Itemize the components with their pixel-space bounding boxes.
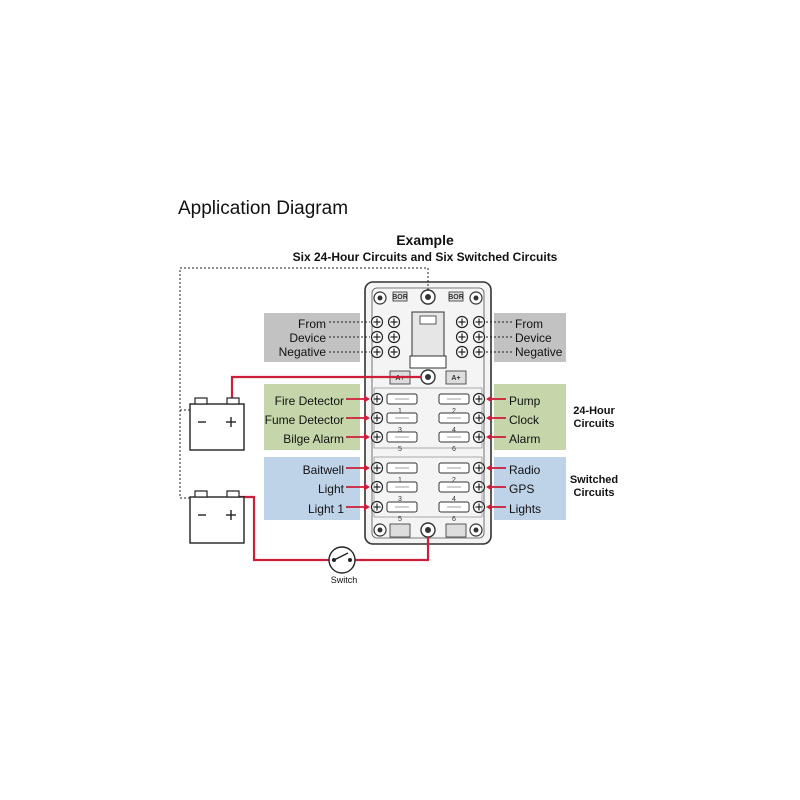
circuit-switched-terminal-left-2 bbox=[370, 480, 384, 494]
neg-label-right-2: Device bbox=[515, 331, 552, 345]
positive-wire-b-switched bbox=[354, 537, 430, 562]
circuits-24h-panel-left bbox=[264, 384, 360, 450]
negative-terminal-2 bbox=[387, 315, 401, 329]
circuit-24h-fuse-number-1: 1 bbox=[398, 408, 402, 415]
group-label-24h-line2: Circuits bbox=[573, 418, 615, 430]
circuit-switched-fuse-number-4: 4 bbox=[452, 496, 456, 503]
circuit-switched-terminal-left-3 bbox=[370, 500, 384, 514]
circuit-24h-left-3: Bilge Alarm bbox=[283, 432, 344, 446]
positive-wire-a bbox=[230, 375, 421, 404]
negative-terminal-7 bbox=[455, 330, 469, 344]
circuit-24h-fuse-number-6: 6 bbox=[452, 446, 456, 453]
circuit-24h-terminal-left-3 bbox=[370, 430, 384, 444]
group-label-switched-line2: Circuits bbox=[573, 487, 615, 499]
circuit-switched-right-1: Radio bbox=[509, 463, 541, 477]
circuits-switched-panel-left bbox=[264, 457, 360, 520]
fuse-group-24h bbox=[373, 387, 483, 449]
circuit-24h-fuse-number-3: 3 bbox=[398, 427, 402, 434]
circuit-24h-terminal-right-3 bbox=[472, 430, 486, 444]
group-label-switched: Switched Circuits bbox=[568, 474, 620, 500]
example-title: Example bbox=[396, 232, 454, 248]
page-title: Application Diagram bbox=[178, 198, 349, 219]
circuit-switched-terminal-right-2 bbox=[472, 480, 486, 494]
circuit-switched-left-3: Light 1 bbox=[307, 502, 344, 516]
circuit-24h-right-3: Alarm bbox=[509, 432, 541, 446]
neg-label-right-3: Negative bbox=[515, 345, 563, 359]
neg-label-left-1: From bbox=[298, 317, 326, 331]
circuit-24h-fuse-number-2: 2 bbox=[452, 408, 456, 415]
neg-label-left-2: Device bbox=[289, 331, 326, 345]
negative-terminal-3 bbox=[455, 315, 469, 329]
circuit-switched-terminal-left-1 bbox=[370, 461, 384, 475]
circuit-24h-right-2: Clock bbox=[509, 413, 540, 427]
circuit-24h-left-1: Fire Detector bbox=[274, 394, 344, 408]
negative-wire bbox=[179, 267, 429, 499]
negative-panel-left bbox=[264, 313, 360, 362]
circuit-switched-fuse-number-3: 3 bbox=[398, 496, 402, 503]
circuit-switched-left-1: Baitwell bbox=[302, 463, 344, 477]
switch-icon bbox=[328, 546, 356, 574]
negative-terminal-10 bbox=[387, 345, 401, 359]
circuit-switched-right-3: Lights bbox=[509, 502, 542, 516]
circuit-24h-left-2: Fume Detector bbox=[264, 413, 344, 427]
group-label-24h-line1: 24-Hour bbox=[573, 405, 615, 417]
circuit-switched-right-2: GPS bbox=[509, 482, 535, 496]
negative-terminal-1 bbox=[370, 315, 384, 329]
block-label-mid-right: A+ bbox=[451, 375, 460, 382]
circuit-switched-fuse-number-1: 1 bbox=[398, 477, 402, 484]
block-label-top-neg-right: BOR bbox=[448, 294, 464, 301]
circuit-24h-terminal-left-1 bbox=[370, 392, 384, 406]
negative-terminal-8 bbox=[472, 330, 486, 344]
switch-label: Switch bbox=[330, 575, 358, 585]
circuit-switched-fuse-number-6: 6 bbox=[452, 516, 456, 523]
negative-terminal-12 bbox=[472, 345, 486, 359]
example-subtitle: Six 24-Hour Circuits and Six Switched Ci… bbox=[292, 250, 558, 264]
negative-terminal-11 bbox=[455, 345, 469, 359]
circuit-switched-terminal-right-1 bbox=[472, 461, 486, 475]
battery-icon-upper bbox=[189, 397, 245, 451]
fuse-group-switched bbox=[373, 456, 483, 518]
circuit-24h-terminal-right-1 bbox=[472, 392, 486, 406]
negative-terminal-5 bbox=[370, 330, 384, 344]
circuit-24h-terminal-left-2 bbox=[370, 411, 384, 425]
circuit-switched-fuse-number-5: 5 bbox=[398, 516, 402, 523]
circuit-switched-fuse-number-2: 2 bbox=[452, 477, 456, 484]
neg-label-right-1: From bbox=[515, 317, 543, 331]
neg-label-left-3: Negative bbox=[278, 345, 326, 359]
negative-terminal-4 bbox=[472, 315, 486, 329]
battery-icon-lower bbox=[189, 490, 245, 544]
negative-terminal-6 bbox=[387, 330, 401, 344]
circuit-24h-fuse-number-5: 5 bbox=[398, 446, 402, 453]
circuit-switched-left-2: Light bbox=[317, 482, 344, 496]
block-label-mid-left: A+ bbox=[395, 375, 404, 382]
circuit-24h-right-1: Pump bbox=[509, 394, 541, 408]
negative-terminal-9 bbox=[370, 345, 384, 359]
block-label-top-neg-left: BOR bbox=[392, 294, 408, 301]
circuit-switched-terminal-right-3 bbox=[472, 500, 486, 514]
circuit-24h-terminal-right-2 bbox=[472, 411, 486, 425]
circuits-24h-panel-right bbox=[494, 384, 566, 450]
group-label-switched-line1: Switched bbox=[569, 474, 619, 486]
circuit-24h-fuse-number-4: 4 bbox=[452, 427, 456, 434]
group-label-24h: 24-Hour Circuits bbox=[570, 405, 618, 431]
